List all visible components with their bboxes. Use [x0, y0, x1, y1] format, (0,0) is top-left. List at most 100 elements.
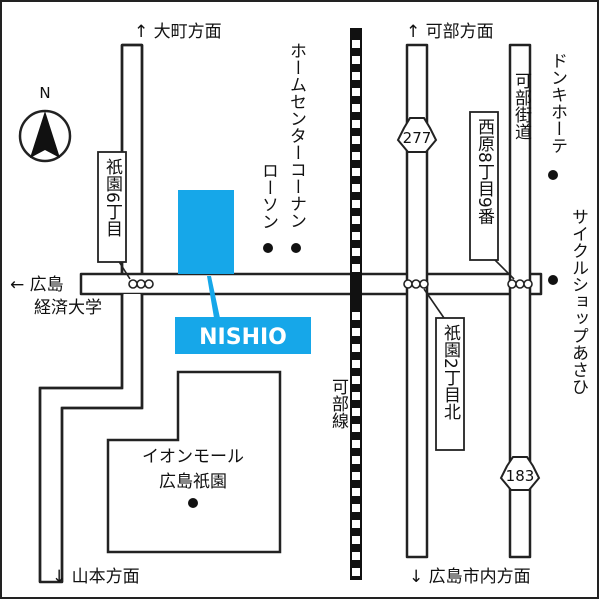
- railway-tie: [352, 472, 360, 480]
- nishio-signboard: NISHIO: [175, 317, 311, 354]
- railway-tie: [352, 552, 360, 560]
- traffic-signals: [128, 279, 533, 289]
- signal-station-lamp: [403, 279, 413, 289]
- nishihara-label: 西原8丁目9番: [474, 118, 495, 225]
- railway-tie: [352, 40, 360, 48]
- signal-station-lamp: [411, 279, 421, 289]
- kabe-kaido-label: 可部街道: [511, 72, 532, 140]
- signal-station-lamp: [419, 279, 429, 289]
- railway-tie: [352, 136, 360, 144]
- boxed-labels: 祇園6丁目 西原8丁目9番 祇園2丁目北: [97, 111, 499, 451]
- route-183-number: 183: [506, 467, 535, 485]
- signal-left-lamp: [128, 279, 138, 289]
- kabe-line-railway: [350, 28, 362, 580]
- route-277-outline: [396, 117, 438, 153]
- leader-nishihara: [492, 257, 515, 280]
- kabe-line-label: 可部線: [328, 378, 349, 429]
- railway-tie: [352, 536, 360, 544]
- compass: N: [18, 84, 72, 163]
- lawson-label: ローソン: [258, 162, 278, 230]
- nishio-brand-text: NISHIO: [199, 325, 287, 350]
- home-center-label: ホームセンターコーナン: [286, 42, 306, 229]
- aeon-name-line1: イオンモール: [142, 447, 244, 467]
- aeon-mall-building: [106, 370, 282, 554]
- railway-tie: [352, 488, 360, 496]
- railway-tie: [352, 520, 360, 528]
- hiroshima-keizai-direction-2: 経済大学: [34, 298, 102, 318]
- route-277-number: 277: [403, 129, 432, 147]
- road-fill: [42, 276, 529, 580]
- railway-tie: [352, 376, 360, 384]
- railway-tie: [352, 56, 360, 64]
- gion2-box: 祇園2丁目北: [435, 317, 465, 451]
- aeon-name-line2: 広島祇園: [159, 472, 227, 492]
- railway-tie: [352, 184, 360, 192]
- railway-tie: [352, 200, 360, 208]
- signal-kabe-lamp: [515, 279, 525, 289]
- road-left-inner-edge-south: [60, 294, 144, 582]
- donki-label: ドンキホーテ: [547, 52, 567, 154]
- railway-tie: [352, 104, 360, 112]
- compass-north-label: N: [39, 84, 50, 102]
- nishio-pointer: [207, 276, 220, 318]
- railway-tie: [352, 328, 360, 336]
- railway-tie: [352, 168, 360, 176]
- railway-tie: [352, 312, 360, 320]
- omachi-direction: ↑ 大町方面: [134, 22, 222, 42]
- kabe-direction: ↑ 可部方面: [406, 22, 494, 42]
- signal-kabe-lamp: [507, 279, 517, 289]
- gion2-label: 祇園2丁目北: [440, 324, 461, 420]
- nishihara-box: 西原8丁目9番: [469, 111, 499, 261]
- gion6-label: 祇園6丁目: [102, 158, 123, 237]
- road-station: [405, 43, 429, 559]
- railway-tie: [352, 568, 360, 576]
- aeon-dot: [188, 498, 198, 508]
- railway-tie: [352, 392, 360, 400]
- road-fill-left-inner: [123, 294, 141, 406]
- railway-tie: [352, 456, 360, 464]
- railway-tie: [352, 424, 360, 432]
- signal-left: [128, 279, 154, 289]
- signal-station: [403, 279, 429, 289]
- gion6-box: 祇園6丁目: [97, 151, 127, 263]
- signal-left-lamp: [136, 279, 146, 289]
- railway-tie: [352, 264, 360, 272]
- road-fill-left-south: [42, 389, 60, 580]
- signal-kabe-lamp: [523, 279, 533, 289]
- railway-tie: [352, 232, 360, 240]
- leader-gion6: [117, 259, 131, 280]
- donki-dot: [548, 170, 558, 180]
- gion6-box-frame: [97, 151, 127, 263]
- railway-tie: [352, 344, 360, 352]
- shinai-direction: ↓ 広島市内方面: [409, 567, 531, 587]
- railway-tie: [352, 88, 360, 96]
- location-dots: [188, 170, 558, 508]
- railway-ties: [352, 40, 360, 576]
- railway-tie: [352, 120, 360, 128]
- railway-tie: [352, 360, 360, 368]
- nishio-sign-bg: [175, 317, 311, 354]
- road-fill-left-bend: [42, 389, 140, 407]
- road-left-outer-edge-south: [38, 294, 124, 582]
- road-kabe-kaido: [508, 43, 532, 559]
- road-left-edges: [38, 43, 144, 582]
- yamamoto-direction: ↓ 山本方面: [52, 567, 140, 587]
- cycle-shop-label-1: サイクルショップあさひ: [568, 208, 588, 395]
- railway-tie: [352, 248, 360, 256]
- route-183-shield: 183: [499, 456, 541, 491]
- railway-tie: [352, 216, 360, 224]
- route-183-outline: [499, 456, 541, 491]
- railway-tie: [352, 408, 360, 416]
- nishio-store-block: [178, 190, 234, 274]
- railway-tie: [352, 72, 360, 80]
- signal-leaders: [117, 257, 515, 319]
- lawson-dot: [263, 243, 273, 253]
- vertical-labels: ホームセンターコーナン ローソン 可部街道 ドンキホーテ サイクルショップあさひ…: [142, 42, 588, 492]
- cycle-shop-dot: [548, 275, 558, 285]
- nishihara-box-frame: [469, 111, 499, 261]
- hiroshima-keizai-direction-1: ← 広島: [10, 275, 64, 295]
- railway-tie: [352, 440, 360, 448]
- compass-arrow: [30, 111, 60, 158]
- signal-kabe: [507, 279, 533, 289]
- railway-tie: [352, 504, 360, 512]
